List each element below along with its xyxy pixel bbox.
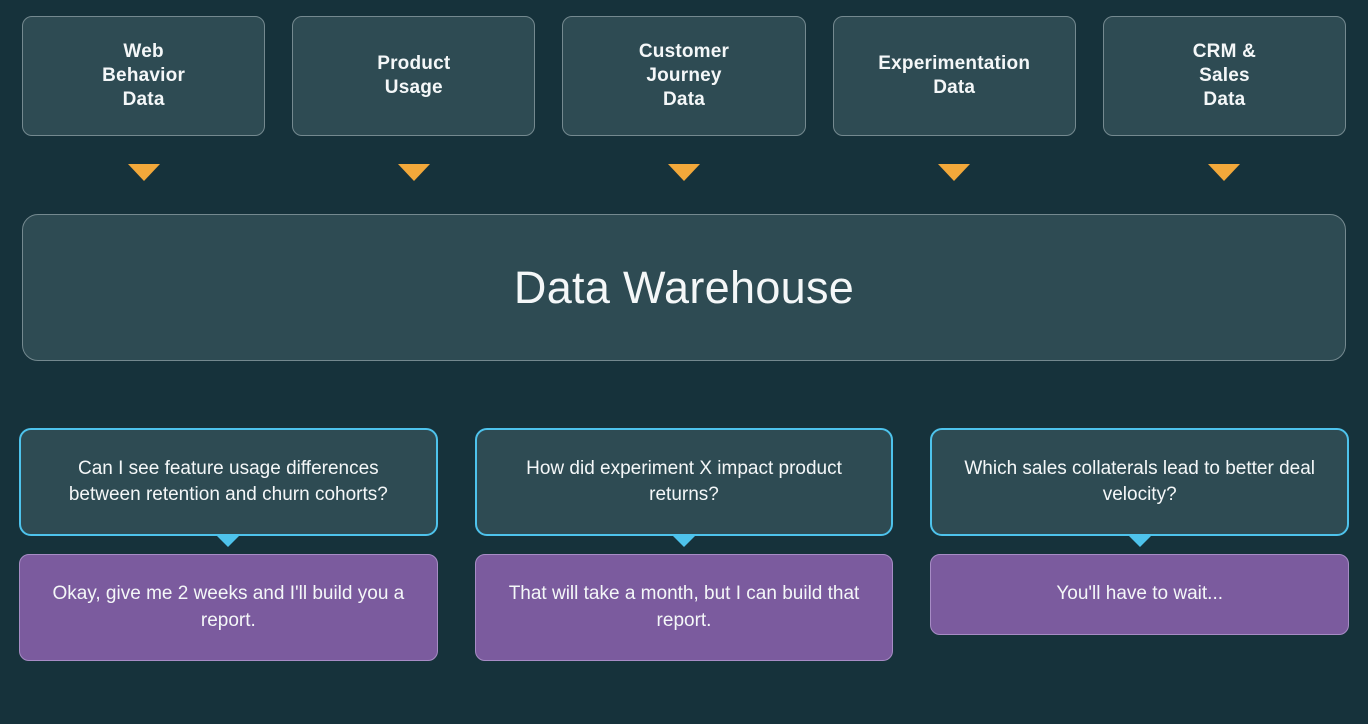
source-box-experimentation-data: Experimentation Data: [832, 16, 1076, 136]
source-box-web-behavior-data: Web Behavior Data: [22, 16, 266, 136]
question-bubble: Which sales collaterals lead to better d…: [930, 428, 1350, 537]
arrow-cell: [22, 164, 265, 181]
pointer-down-icon: [672, 535, 696, 548]
down-arrow-icon: [127, 164, 160, 181]
arrow-cell: [1103, 164, 1346, 181]
pointer-down-icon: [1127, 535, 1152, 548]
source-label: Product Usage: [377, 52, 451, 98]
question-bubble: Can I see feature usage differences betw…: [19, 428, 438, 537]
qa-row: Can I see feature usage differences betw…: [0, 428, 1368, 661]
source-label: CRM & Sales Data: [1192, 40, 1257, 111]
source-box-crm-sales-data: CRM & Sales Data: [1102, 16, 1347, 136]
answer-bubble: You'll have to wait...: [930, 554, 1350, 635]
data-warehouse-title: Data Warehouse: [513, 261, 855, 313]
down-arrow-icon: [1208, 164, 1241, 181]
pointer-down-icon: [216, 535, 241, 548]
answer-bubble: Okay, give me 2 weeks and I'll build you…: [19, 554, 438, 661]
arrow-cell: [833, 164, 1076, 181]
source-box-customer-journey-data: Customer Journey Data: [562, 16, 806, 136]
down-arrow-icon: [668, 164, 700, 181]
data-sources-row: Web Behavior Data Product Usage Customer…: [0, 0, 1368, 136]
qa-column-sales-collaterals: Which sales collaterals lead to better d…: [930, 428, 1350, 635]
qa-column-experiment-impact: How did experiment X impact product retu…: [474, 428, 894, 661]
arrows-row: [0, 136, 1368, 181]
question-bubble: How did experiment X impact product retu…: [474, 428, 894, 537]
answer-bubble: That will take a month, but I can build …: [474, 554, 894, 661]
source-box-product-usage: Product Usage: [292, 16, 536, 136]
arrow-cell: [292, 164, 535, 181]
arrow-cell: [562, 164, 805, 181]
source-label: Web Behavior Data: [102, 40, 186, 111]
data-warehouse-box: Data Warehouse: [22, 214, 1346, 361]
down-arrow-icon: [938, 164, 971, 181]
source-label: Experimentation Data: [878, 52, 1031, 98]
source-label: Customer Journey Data: [638, 40, 730, 111]
down-arrow-icon: [397, 164, 430, 181]
qa-column-feature-usage: Can I see feature usage differences betw…: [19, 428, 438, 661]
